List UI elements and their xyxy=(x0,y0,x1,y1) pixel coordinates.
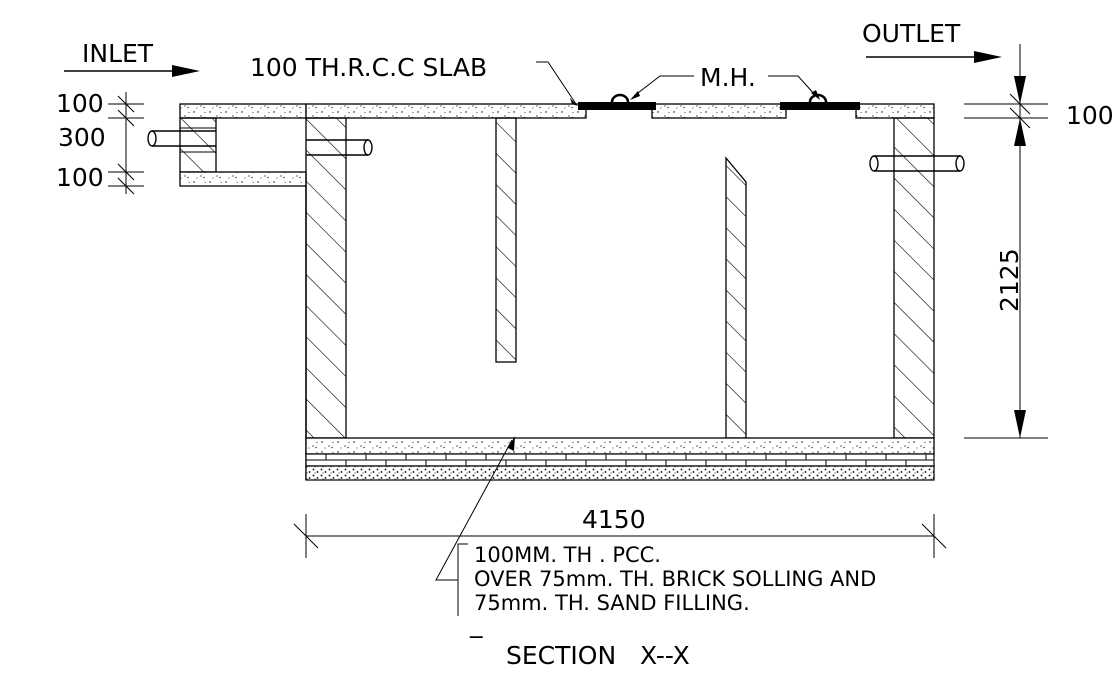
note-bracket xyxy=(457,543,468,616)
section-title: SECTION X--X xyxy=(506,641,690,670)
right-dimension-lines xyxy=(964,44,1048,439)
outlet-pipe xyxy=(869,155,965,172)
manhole-leader-left xyxy=(633,75,694,97)
baffle-wall-right xyxy=(725,156,747,439)
manhole-label: M.H. xyxy=(700,63,756,92)
inlet-chamber xyxy=(179,117,307,187)
left-dimension-lines xyxy=(108,92,144,195)
dim-length: 4150 xyxy=(582,505,646,534)
dim-left-top: 100 xyxy=(56,89,104,118)
slab-label: 100 TH.R.C.C SLAB xyxy=(250,53,487,82)
dim-left-bottom: 100 xyxy=(56,163,104,192)
section-dash: _ xyxy=(469,609,483,638)
base-layers xyxy=(305,437,935,481)
inlet-pipe xyxy=(147,130,216,147)
top-slab xyxy=(179,103,935,119)
dim-depth: 2125 xyxy=(995,248,1024,312)
right-wall xyxy=(893,117,935,439)
outlet-arrow xyxy=(866,51,1002,63)
left-wall xyxy=(305,117,347,439)
outlet-label: OUTLET xyxy=(862,19,961,48)
note-line-3: 75mm. TH. SAND FILLING. xyxy=(474,591,750,615)
length-dimension-line xyxy=(293,514,947,558)
note-line-2: OVER 75mm. TH. BRICK SOLLING AND xyxy=(474,567,876,591)
inlet-arrow xyxy=(64,65,200,77)
dim-left-mid: 300 xyxy=(58,123,106,152)
slab-leader xyxy=(536,61,577,105)
manhole-leader-right xyxy=(768,75,817,97)
baffle-wall-left xyxy=(495,117,517,363)
note-line-1: 100MM. TH . PCC. xyxy=(474,543,661,567)
dim-right-top: 100 xyxy=(1066,101,1112,130)
inlet-label: INLET xyxy=(82,39,154,68)
note-leader xyxy=(435,439,513,581)
internal-inlet-pipe xyxy=(306,139,373,156)
